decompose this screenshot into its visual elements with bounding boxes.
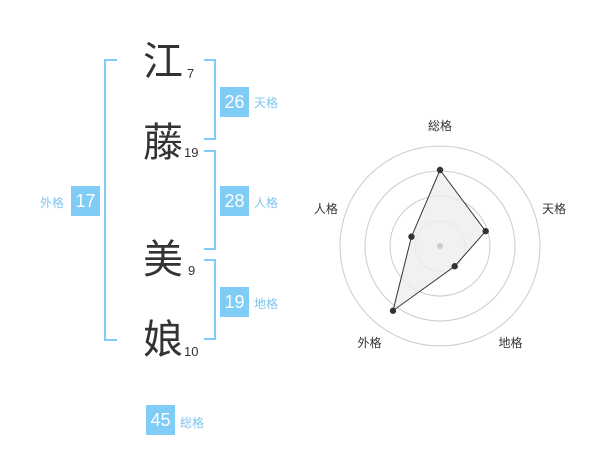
gaikaku-label: 外格 <box>40 196 65 210</box>
tenkaku-badge: 26 <box>220 87 249 117</box>
chikaku-label: 地格 <box>254 297 279 311</box>
chikaku-badge: 19 <box>220 287 249 317</box>
gaikaku-bracket <box>104 59 117 341</box>
name-char-3: 美 <box>143 237 183 283</box>
name-char-2: 藤 <box>143 120 183 166</box>
radar-center-dot <box>437 243 443 249</box>
gaikaku-badge: 17 <box>71 186 100 216</box>
stroke-count-3: 9 <box>188 263 196 278</box>
radar-axis-label-5: 人格 <box>314 201 338 216</box>
soukaku-label: 総格 <box>180 416 205 430</box>
jinkaku-label: 人格 <box>254 196 279 210</box>
chikaku-bracket <box>204 259 216 340</box>
radar-ring-4 <box>339 145 541 347</box>
tenkaku-label: 天格 <box>254 96 279 110</box>
radar-point-1 <box>436 166 444 174</box>
stroke-count-2: 19 <box>184 145 199 160</box>
radar-polygon <box>392 169 487 312</box>
stroke-count-4: 10 <box>184 344 199 359</box>
radar-axis-label-1: 総格 <box>428 118 452 133</box>
radar-point-3 <box>451 263 458 270</box>
radar-axis-label-3: 地格 <box>499 335 523 350</box>
radar-point-2 <box>482 227 489 235</box>
soukaku-badge: 45 <box>146 405 175 435</box>
stroke-count-1: 7 <box>187 66 195 81</box>
radar-axis-label-4: 外格 <box>357 335 381 350</box>
name-char-1: 江 <box>143 39 183 85</box>
tenkaku-bracket <box>204 59 216 140</box>
name-char-4: 娘 <box>143 317 183 363</box>
radar-axis-label-2: 天格 <box>542 201 566 216</box>
radar-point-4 <box>389 307 397 314</box>
radar-point-5 <box>408 233 415 240</box>
jinkaku-bracket <box>204 150 216 250</box>
jinkaku-badge: 28 <box>220 186 249 216</box>
